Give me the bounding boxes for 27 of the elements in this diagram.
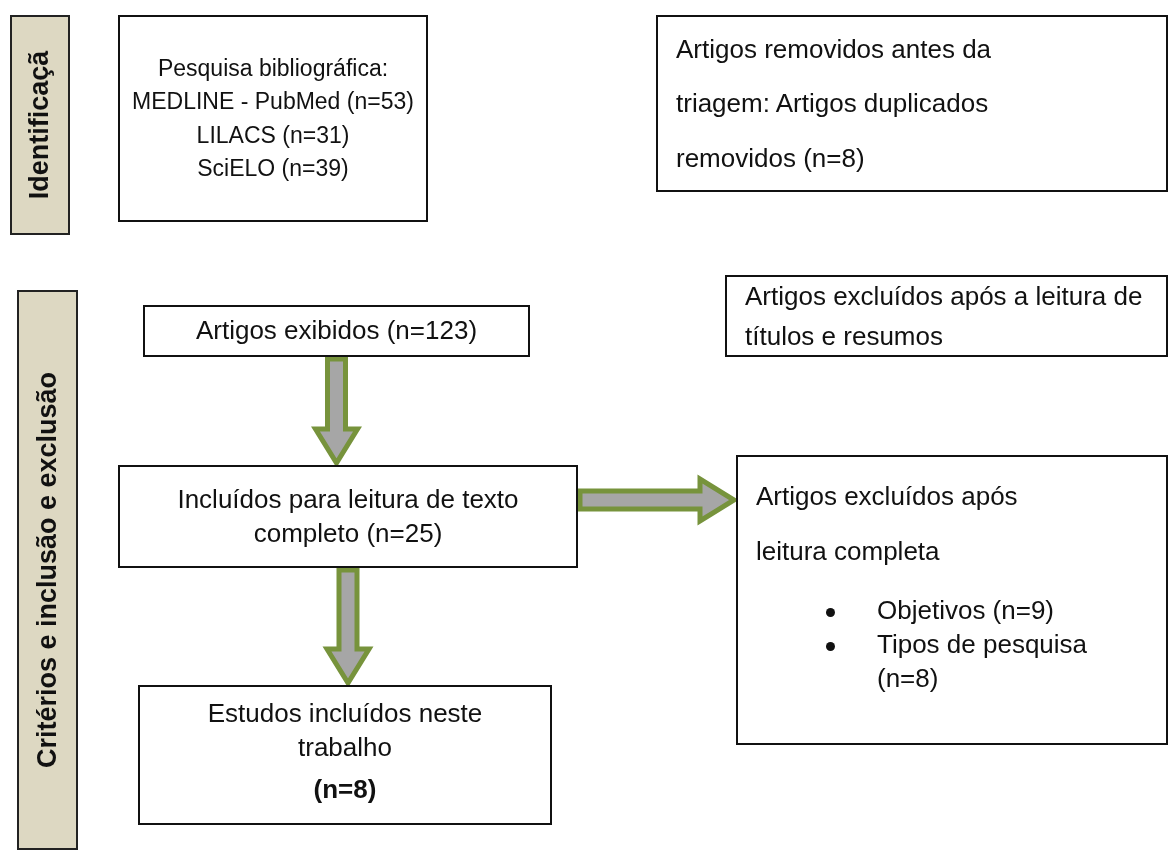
process-box [138,685,552,825]
process-box [143,305,530,357]
process-box [736,455,1168,745]
block-arrow [577,474,739,526]
process-box [118,15,428,222]
process-box [725,275,1168,357]
section-label: Identificaçã [23,50,56,200]
process-box [118,465,578,568]
box-text: Pesquisa bibliográfica: [157,53,389,83]
box-text: Artigos excluídos após leitura completa [756,480,1019,568]
box-text: Artigos removidos antes da triagem: Artigos duplicados removidos (n=8) [676,32,993,175]
list-item: Tipos de pesquisa (n=8) [877,628,1089,695]
block-arrow [322,567,374,688]
block-arrow [311,356,362,468]
list-item: Objetivos (n=9) [877,594,1056,628]
section-band [10,15,70,235]
box-text: Artigos exibidos (n=123) [195,314,478,348]
box-text: Estudos incluídos neste trabalho [206,697,484,764]
box-text: Incluídos para leitura de texto completo (n=25) [176,482,520,550]
box-text: MEDLINE - PubMed (n=53) [132,87,414,117]
box-text: SciELO (n=39) [197,153,349,183]
box-text: LILACS (n=31) [196,120,350,150]
box-text: Artigos excluídos após a leitura de títulos e resumos [745,279,1144,353]
section-label: Critérios e inclusão e exclusão [30,371,63,769]
section-band [17,290,78,850]
process-box [656,15,1168,192]
box-text: (n=8) [313,772,377,806]
